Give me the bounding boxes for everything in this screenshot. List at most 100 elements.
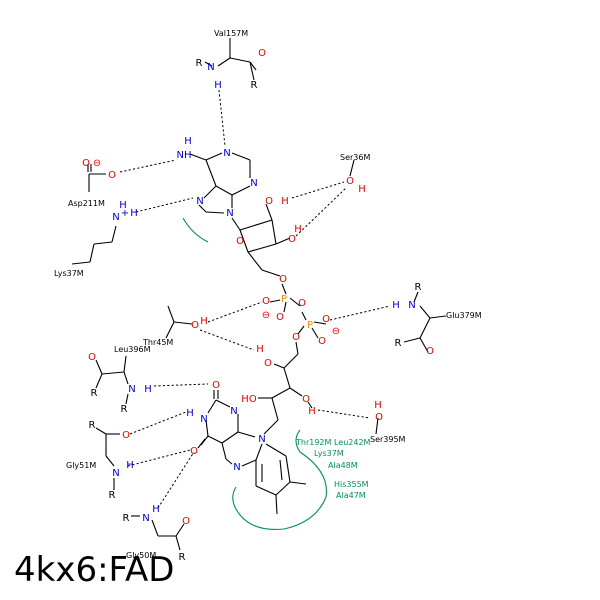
residue-val157m-bonds (204, 38, 257, 81)
atom-o-ribose2: O (265, 196, 273, 207)
atom-o-leu396: O (88, 352, 96, 363)
atom-o-thr45: O (191, 320, 199, 331)
atom-h-thr45: H (200, 316, 208, 327)
atom-o-ribose3: O (288, 234, 296, 245)
r-leu396-b: R (121, 404, 128, 415)
residue-ser395m-bonds (375, 417, 379, 435)
atom-o-pb2: O (318, 336, 326, 347)
hydrogen-bonds (119, 89, 391, 509)
atom-o-val157: O (258, 48, 266, 59)
r-glu379-a: R (415, 282, 422, 293)
atom-o-asp211a: O (82, 158, 90, 169)
atom-h-gly51: H (126, 460, 134, 471)
hydrophobic-label-thr192m-leu242m: Thr192M Leu242M (295, 438, 371, 447)
atom-o-5prime: O (279, 274, 287, 285)
adenine-ring (189, 152, 251, 214)
residue-label-gly50m: Gly50M (126, 551, 156, 560)
atom-p-alpha: P (281, 294, 287, 305)
hydrophobic-label-lys37m: Lys37M (314, 449, 344, 458)
atom-h-leu396: H (144, 384, 152, 395)
atom-o-glu379: O (426, 346, 434, 357)
atom-o-ribityl3: O (302, 394, 310, 405)
atom-n5-flavin: N (233, 462, 240, 473)
atom-n-lys37: N (112, 212, 119, 223)
atom-h-ribose3: H (294, 224, 302, 235)
residue-lys37m-bonds (71, 225, 117, 265)
atom-o-flavin-c4: O (190, 446, 198, 457)
hydrophobic-label-his355m: His355M (334, 480, 369, 489)
atom-h-ser36: H (358, 184, 366, 195)
atom-p-beta: P (307, 320, 313, 331)
atom-o-bridge: O (298, 298, 306, 309)
residue-labels: Val157M Ser36M Asp211M Lys37M Thr45M Glu… (54, 29, 482, 560)
nitrogen-labels: N H H NH N N N N H N + H N H N H H N N N… (112, 62, 415, 524)
atom-h-n3-flavin: H (186, 408, 194, 419)
atom-n1-flavin: N (230, 406, 237, 417)
residue-ser36m-bonds (349, 159, 355, 177)
ribityl-chain (258, 341, 313, 435)
atom-o-ribityl4: O (264, 358, 272, 369)
residue-label-gly51m: Gly51M (66, 461, 96, 470)
atom-n-gly50: N (142, 513, 149, 524)
residue-label-thr45m: Thr45M (142, 338, 173, 347)
residue-label-asp211m: Asp211M (68, 199, 105, 208)
residue-label-leu396m: Leu396M (114, 345, 151, 354)
atom-h-lys37b: H (130, 208, 138, 219)
atom-h-ribityl4: H (256, 344, 264, 355)
r-leu396-a: R (91, 388, 98, 399)
oxygen-labels: O O ⊖ O O H O H O O H O O ⊖ O O O ⊖ O O … (82, 48, 434, 527)
atom-o-ser36: O (346, 176, 354, 187)
atom-n-val157: N (207, 62, 214, 73)
atom-o-pb1: O (322, 314, 330, 325)
isoalloxazine-ring (197, 390, 307, 515)
residue-label-ser395m: Ser395M (370, 435, 406, 444)
atom-minus-pa: ⊖ (262, 310, 270, 321)
atom-o-flavin-c2: O (212, 380, 220, 391)
atom-n3: N (250, 178, 257, 189)
atom-o-ser395: O (375, 412, 383, 423)
residue-label-val157m: Val157M (214, 29, 248, 38)
residue-leu396m-bonds (95, 355, 129, 405)
hydrophobic-label-ala47m: Ala47M (336, 491, 366, 500)
atom-o-gly51: O (122, 430, 130, 441)
atom-n1: N (223, 148, 230, 159)
residue-asp211m-bonds (87, 164, 106, 192)
r-glu379-b: R (395, 338, 402, 349)
ligand-title: 4kx6:FAD (14, 550, 175, 590)
r-val157-b: R (251, 80, 258, 91)
r-group-labels: R R R R R R R R R R (89, 58, 422, 563)
atom-plus-lys37: + (121, 208, 129, 219)
atom-n-gly51: N (112, 468, 119, 479)
atom-h-val157: H (214, 80, 222, 91)
phosphorus-labels: P P (281, 294, 313, 331)
atom-o-pa1: O (262, 296, 270, 307)
atom-n-leu396: N (128, 384, 135, 395)
atom-o-ribityl5: O (292, 332, 300, 343)
atom-h-ribose2: H (281, 196, 289, 207)
r-gly50-b: R (179, 552, 186, 563)
atom-o-asp211b: O (108, 170, 116, 181)
atom-o-pa2: O (276, 312, 284, 323)
residue-glu379m-bonds (403, 291, 447, 353)
hydrophobic-residue-labels: Thr192M Leu242M Lys37M Ala48M His355M Al… (295, 438, 371, 500)
atom-h-ser395: H (374, 400, 382, 411)
atom-o-ribose-ring: O (236, 236, 244, 247)
atom-h-gly50: H (152, 504, 160, 515)
residue-label-glu379m: Glu379M (446, 311, 482, 320)
atom-h-lys37a: H (119, 200, 127, 211)
atom-minus-pb: ⊖ (332, 326, 340, 337)
atom-h-glu379: H (392, 300, 400, 311)
hydrophobic-arc-lys37 (182, 217, 209, 243)
atom-n9: N (226, 208, 233, 219)
atom-nh-amine: NH (177, 150, 192, 161)
residue-label-ser36m: Ser36M (340, 153, 370, 162)
atom-h-ribityl3: H (308, 406, 316, 417)
atom-n10-flavin: N (258, 434, 265, 445)
hydrophobic-label-ala48m: Ala48M (328, 461, 358, 470)
hydrophobic-arc-pocket (232, 429, 328, 530)
ribose-ring (231, 203, 291, 277)
r-gly51-b: R (109, 490, 116, 501)
phosphate-chain (269, 283, 327, 339)
